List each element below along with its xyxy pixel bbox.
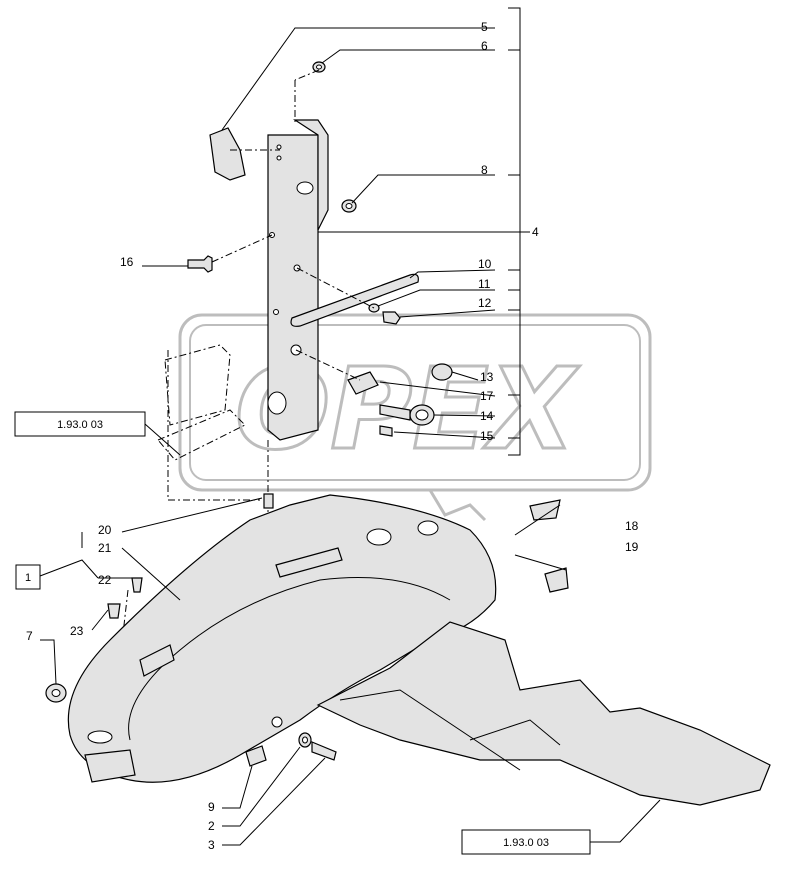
callout-6: 6 <box>481 39 488 53</box>
ref-box-top: 1.93.0 03 <box>14 411 146 437</box>
callout-17: 17 <box>480 389 494 403</box>
plug-part-18 <box>529 499 561 521</box>
ref-box-group: 1 <box>15 564 41 590</box>
callout-11: 11 <box>478 277 491 291</box>
vertical-support-part-4 <box>267 119 329 441</box>
callout-4: 4 <box>532 225 539 239</box>
callout-16: 16 <box>120 255 134 269</box>
knob-part-13 <box>431 363 453 381</box>
callout-19: 19 <box>625 540 639 554</box>
side-bracket-outline <box>157 344 246 461</box>
callout-8: 8 <box>481 163 488 177</box>
callout-2: 2 <box>208 819 215 833</box>
bolt-part-20 <box>263 493 274 509</box>
clip-part-5 <box>209 127 246 181</box>
callout-22: 22 <box>98 573 112 587</box>
callout-7: 7 <box>26 629 33 643</box>
ref-box-group-label: 1 <box>25 572 31 584</box>
pin-part-15 <box>379 425 393 437</box>
callout-labels: 5 6 8 4 16 10 11 12 13 17 14 15 18 19 20… <box>26 20 639 852</box>
callout-14: 14 <box>480 409 494 423</box>
grommet-part-7 <box>45 683 67 703</box>
screw-part-12 <box>382 311 401 325</box>
callout-21: 21 <box>98 541 112 555</box>
fender-housing <box>67 494 497 783</box>
foot-plate <box>316 621 771 806</box>
callout-9: 9 <box>208 800 215 814</box>
callout-23: 23 <box>70 624 84 638</box>
callout-15: 15 <box>480 429 494 443</box>
ref-box-bottom-label: 1.93.0 03 <box>503 837 549 849</box>
washer-part-8 <box>341 199 357 213</box>
bolt-part-3 <box>311 741 337 761</box>
lever-rod-part-10 <box>290 273 419 327</box>
callout-20: 20 <box>98 523 112 537</box>
bolt-part-16 <box>187 255 213 273</box>
nut-part-6 <box>312 61 326 73</box>
cap-part-9 <box>245 745 267 767</box>
plug-part-19 <box>544 567 569 593</box>
bolt-part-23 <box>107 603 121 619</box>
ring-part-14 <box>379 404 435 426</box>
ref-box-bottom: 1.93.0 03 <box>461 829 591 855</box>
callout-10: 10 <box>478 257 492 271</box>
bolt-part-22 <box>131 577 143 593</box>
washer-part-2 <box>298 732 312 748</box>
callout-12: 12 <box>478 296 492 310</box>
ref-box-top-label: 1.93.0 03 <box>57 419 103 431</box>
callout-5: 5 <box>481 20 488 34</box>
callout-3: 3 <box>208 838 215 852</box>
callout-18: 18 <box>625 519 639 533</box>
callout-13: 13 <box>480 370 494 384</box>
